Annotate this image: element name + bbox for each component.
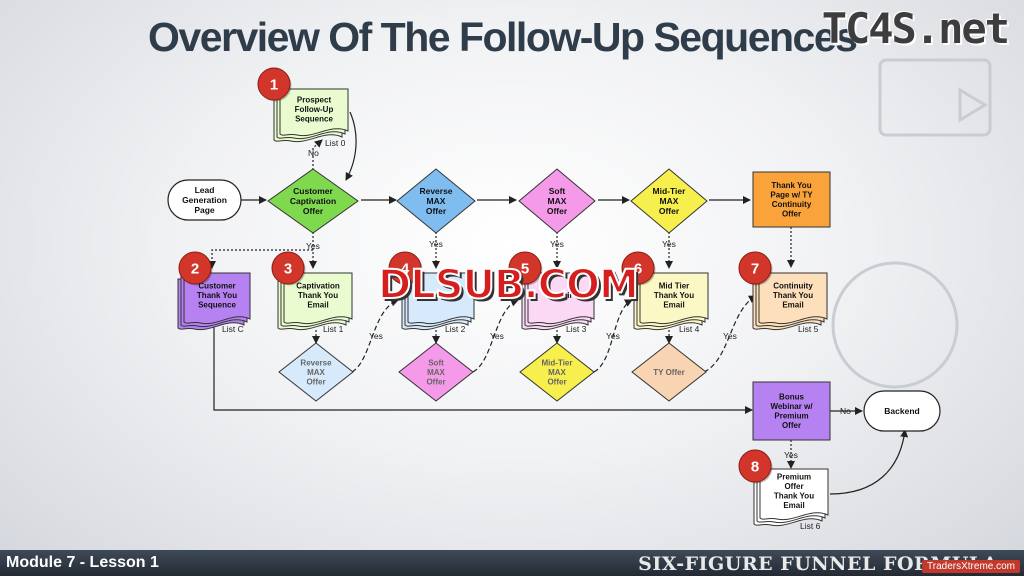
edge-label-yes-midtier: Yes bbox=[662, 239, 676, 249]
list-4-label: List 4 bbox=[679, 324, 700, 334]
site-label: TradersXtreme.com bbox=[922, 560, 1020, 573]
edge-label-yes-offer3: Yes bbox=[606, 331, 620, 341]
badge-number: 7 bbox=[751, 260, 759, 277]
edge-captivation-no bbox=[312, 139, 323, 170]
edge-offer3-yes bbox=[593, 299, 633, 373]
edge-customer-to-bonus bbox=[213, 322, 753, 414]
edge-captivation-to-customer-seq bbox=[208, 249, 313, 269]
course-title: SIX-FIGURE FUNNEL FORMULA bbox=[638, 553, 998, 575]
node-backend: Backend bbox=[863, 390, 941, 432]
step-badge-2: 2 bbox=[178, 251, 213, 286]
edge-label-yes-bonus: Yes bbox=[784, 450, 798, 460]
node-label: Email bbox=[550, 291, 571, 300]
badge-number: 4 bbox=[401, 260, 410, 277]
node-reverse-email: Email bbox=[401, 272, 475, 331]
badge-number: 3 bbox=[284, 260, 292, 277]
edge-label-yes-offer1: Yes bbox=[369, 331, 383, 341]
badge-number: 1 bbox=[270, 76, 278, 93]
badge-number: 8 bbox=[751, 458, 759, 475]
background-decoration bbox=[831, 58, 992, 389]
edge-prospect-loop bbox=[345, 111, 357, 181]
edge-tyoffer-yes bbox=[703, 295, 757, 373]
edge-label-no-captivation: No bbox=[308, 148, 319, 158]
step-badge-8: 8 bbox=[738, 449, 773, 484]
step-badge-6: 6 bbox=[621, 251, 656, 286]
edge-label-yes-offer2: Yes bbox=[490, 331, 504, 341]
badge-number: 6 bbox=[634, 260, 642, 277]
edge-label-yes-soft: Yes bbox=[550, 239, 564, 249]
edge-label-yes-tyoffer: Yes bbox=[723, 331, 737, 341]
list-c-label: List C bbox=[222, 324, 244, 334]
edge-label-yes-captivation: Yes bbox=[306, 241, 320, 251]
edge-label-no-bonus: No bbox=[840, 406, 851, 416]
list-3-label: List 3 bbox=[566, 324, 587, 334]
list-0-label: List 0 bbox=[325, 138, 346, 148]
step-badge-1: 1 bbox=[257, 67, 292, 102]
node-label: Backend bbox=[884, 406, 919, 416]
edge-label-yes-reverse: Yes bbox=[429, 239, 443, 249]
step-badge-5: 5 bbox=[508, 251, 543, 286]
node-label: TY Offer bbox=[653, 368, 684, 377]
list-2-label: List 2 bbox=[445, 324, 466, 334]
edge-offer2-yes bbox=[472, 299, 519, 373]
node-soft-email: Email bbox=[521, 272, 595, 331]
edge-premium-to-backend bbox=[829, 429, 909, 495]
node-label: Email bbox=[430, 291, 451, 300]
badge-number: 2 bbox=[191, 260, 199, 277]
watermark: DLSUB.COM bbox=[377, 261, 640, 309]
node-ty-offer: TY Offer bbox=[631, 342, 707, 402]
page-title: Overview Of The Follow-Up Sequences bbox=[148, 14, 858, 60]
footer-bar: Module 7 - Lesson 1 SIX-FIGURE FUNNEL FO… bbox=[0, 550, 1024, 576]
step-badge-4: 4 bbox=[388, 251, 423, 286]
step-badge-7: 7 bbox=[738, 251, 773, 286]
step-badge-3: 3 bbox=[271, 251, 306, 286]
edge-offer1-yes bbox=[351, 298, 399, 373]
brand-logo: TC4S.net bbox=[821, 4, 1010, 53]
list-1-label: List 1 bbox=[323, 324, 344, 334]
badge-number: 5 bbox=[521, 260, 529, 277]
lesson-label: Module 7 - Lesson 1 bbox=[6, 554, 159, 571]
list-5-label: List 5 bbox=[798, 324, 819, 334]
list-6-label: List 6 bbox=[800, 521, 821, 531]
